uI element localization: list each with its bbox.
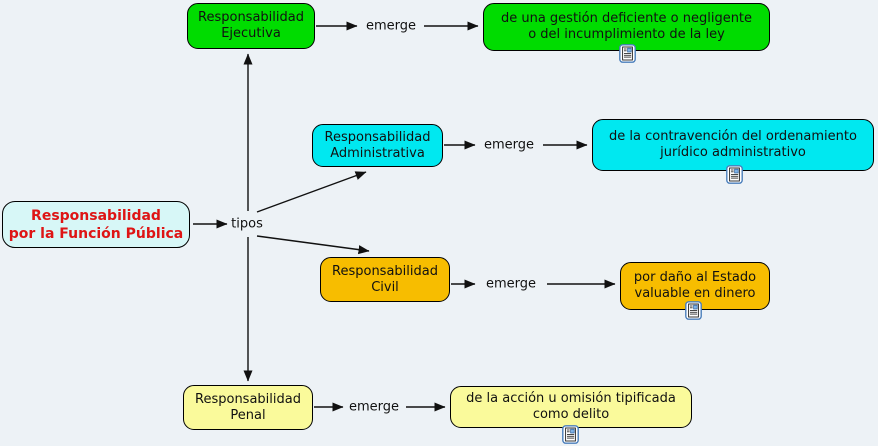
concept-responsabilidad-civil[interactable]: Responsabilidad Civil bbox=[320, 257, 450, 302]
concept-label: por la Función Pública bbox=[8, 225, 184, 242]
concept-gestion-deficiente[interactable]: de una gestión deficiente o negligente o… bbox=[483, 3, 770, 51]
concept-label: Penal bbox=[230, 407, 266, 423]
concept-responsabilidad-penal[interactable]: Responsabilidad Penal bbox=[183, 385, 313, 430]
concept-label: Responsabilidad bbox=[324, 129, 431, 145]
concept-responsabilidad-funcion-publica[interactable]: Responsabilidad por la Función Pública bbox=[2, 201, 190, 248]
concept-label: de una gestión deficiente o negligente bbox=[500, 11, 753, 26]
concept-label: Civil bbox=[371, 279, 399, 295]
linking-phrase-emerge-civil[interactable]: emerge bbox=[482, 275, 540, 293]
concept-label: como delito bbox=[532, 407, 610, 422]
concept-label: Responsabilidad bbox=[31, 207, 161, 224]
concept-contravencion-ordenamiento[interactable]: de la contravención del ordenamiento jur… bbox=[592, 119, 874, 171]
concept-label: Ejecutiva bbox=[221, 26, 281, 41]
concept-label: o del incumplimiento de la ley bbox=[528, 27, 725, 42]
concept-label: Administrativa bbox=[330, 145, 425, 161]
concept-label: Responsabilidad bbox=[198, 10, 304, 25]
concept-label: de la acción u omisión tipificada bbox=[466, 391, 676, 406]
document-resource-icon[interactable] bbox=[619, 44, 636, 63]
linking-phrase-tipos[interactable]: tipos bbox=[228, 215, 266, 233]
concept-accion-u-omision[interactable]: de la acción u omisión tipificada como d… bbox=[450, 386, 692, 428]
document-resource-icon[interactable] bbox=[726, 165, 743, 184]
concept-label: Responsabilidad bbox=[332, 263, 438, 279]
linking-phrase-emerge-penal[interactable]: emerge bbox=[345, 398, 403, 416]
concept-label: de la contravención del ordenamiento bbox=[609, 129, 857, 144]
concept-label: por daño al Estado bbox=[633, 270, 757, 285]
concept-label: Responsabilidad bbox=[195, 391, 301, 407]
link-tipos-to-civil bbox=[256, 235, 370, 255]
concept-responsabilidad-administrativa[interactable]: Responsabilidad Administrativa bbox=[312, 124, 443, 167]
concept-label: jurídico administrativo bbox=[660, 145, 806, 160]
linking-phrase-emerge-ejecutiva[interactable]: emerge bbox=[362, 17, 420, 35]
linking-phrase-emerge-administrativa[interactable]: emerge bbox=[480, 136, 538, 154]
document-resource-icon[interactable] bbox=[685, 301, 702, 320]
link-tipos-to-administrativa bbox=[256, 171, 367, 213]
concept-responsabilidad-ejecutiva[interactable]: Responsabilidad Ejecutiva bbox=[187, 3, 315, 49]
document-resource-icon[interactable] bbox=[562, 425, 579, 444]
concept-label: valuable en dinero bbox=[634, 286, 756, 301]
